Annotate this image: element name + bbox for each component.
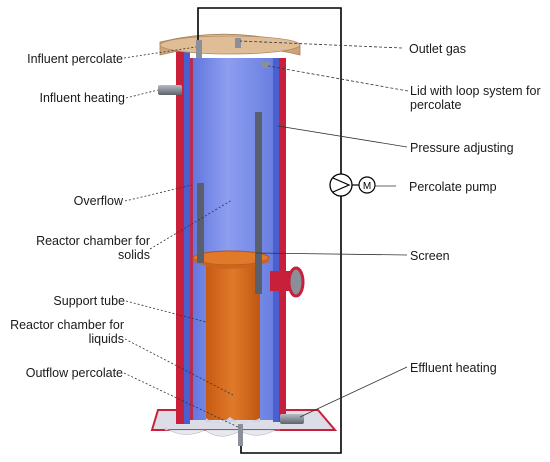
label-support-tube: Support tube bbox=[53, 294, 125, 308]
jacket-left bbox=[184, 52, 190, 424]
influent-fitting bbox=[196, 40, 202, 58]
circuit-line bbox=[197, 7, 342, 454]
side-flange bbox=[287, 266, 305, 298]
jacket-right bbox=[273, 58, 279, 422]
effluent-heating-pipe bbox=[280, 414, 304, 424]
label-lid-line2: percolate bbox=[410, 98, 462, 112]
label-reactor-liquids-line1: Reactor chamber for bbox=[10, 318, 124, 332]
lid-top bbox=[159, 35, 301, 55]
leader-lines bbox=[123, 40, 409, 429]
label-reactor-solids-line1: Reactor chamber for bbox=[36, 234, 150, 248]
pump-arrow bbox=[332, 177, 351, 193]
pump-motor-letter: M bbox=[363, 181, 371, 192]
support-tube bbox=[206, 262, 260, 420]
label-lid-loop-system: Lid with loop system for percolate bbox=[410, 84, 541, 112]
influent-heating-pipe bbox=[158, 85, 182, 95]
label-pressure-adjusting: Pressure adjusting bbox=[410, 141, 514, 155]
screen-disc-edge bbox=[193, 258, 269, 269]
label-lid-line1: Lid with loop system for bbox=[410, 84, 541, 98]
label-reactor-solids: Reactor chamber for solids bbox=[0, 234, 150, 262]
inner-wall-left bbox=[190, 58, 193, 420]
overflow-rod bbox=[197, 183, 204, 263]
label-reactor-solids-line2: solids bbox=[118, 248, 150, 262]
label-effluent-heating: Effluent heating bbox=[410, 361, 497, 375]
label-influent-percolate: Influent percolate bbox=[27, 52, 123, 66]
label-outflow-percolate: Outflow percolate bbox=[25, 366, 123, 380]
support-tube-bottom bbox=[206, 417, 260, 423]
pressure-rod bbox=[255, 112, 262, 294]
lid-loop-fitting bbox=[262, 62, 270, 68]
outer-wall-right bbox=[279, 58, 286, 422]
label-outlet-gas: Outlet gas bbox=[409, 42, 466, 56]
side-flange-pipe bbox=[270, 271, 292, 291]
label-screen: Screen bbox=[410, 249, 450, 263]
label-influent-heating: Influent heating bbox=[39, 91, 126, 105]
outlet-gas-fitting bbox=[235, 38, 241, 48]
label-percolate-pump: Percolate pump bbox=[409, 180, 497, 194]
outflow-pipe bbox=[238, 424, 243, 446]
base-plate-splash bbox=[164, 427, 280, 437]
label-overflow: Overflow bbox=[73, 194, 123, 208]
outer-wall-left bbox=[176, 50, 184, 424]
pump-motor bbox=[358, 176, 376, 194]
label-reactor-liquids: Reactor chamber for liquids bbox=[0, 318, 124, 346]
label-reactor-liquids-line2: liquids bbox=[88, 332, 124, 346]
